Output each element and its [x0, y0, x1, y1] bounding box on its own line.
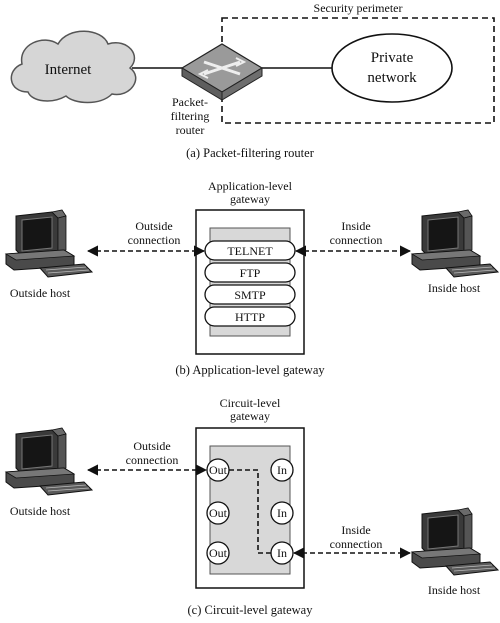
circuit-outside-conn-label-1: Outside	[133, 439, 170, 453]
app-gateway-label-2: gateway	[230, 192, 270, 206]
svg-text:HTTP: HTTP	[235, 310, 265, 324]
circuit-inside-host-computer-icon	[411, 507, 499, 576]
circuit-gateway-label-2: gateway	[230, 409, 270, 423]
internet-label: Internet	[45, 62, 92, 78]
app-inside-host-computer-icon	[411, 209, 499, 278]
security-perimeter-label: Security perimeter	[314, 1, 403, 15]
protocol-ftp: FTP	[204, 262, 296, 283]
svg-text:TELNET: TELNET	[227, 244, 273, 258]
circuit-gateway-label-1: Circuit-level	[220, 396, 281, 410]
app-gateway-label-1: Application-level	[208, 179, 293, 193]
panel-c: Circuit-level gateway Out Out Out In In	[5, 396, 499, 617]
out-port-1: Out	[206, 458, 230, 482]
panel-b: Application-level gateway TELNET FTP SMT…	[5, 179, 499, 377]
svg-text:Out: Out	[209, 506, 228, 520]
out-port-2: Out	[206, 501, 230, 525]
private-network-label-1: Private	[371, 50, 414, 66]
svg-text:In: In	[277, 463, 287, 477]
router-label-1: Packet-	[172, 95, 208, 109]
protocol-http: HTTP	[204, 306, 296, 327]
circuit-outside-conn-label-2: connection	[126, 453, 179, 467]
circuit-outside-host-computer-icon	[5, 427, 93, 496]
svg-text:In: In	[277, 506, 287, 520]
in-port-2: In	[270, 501, 294, 525]
router-icon	[180, 43, 264, 101]
router-label-2: filtering	[171, 109, 210, 123]
in-port-3: In	[270, 541, 294, 565]
circuit-inside-conn-label-1: Inside	[341, 523, 370, 537]
private-network-ellipse	[331, 33, 453, 103]
app-inside-host-label: Inside host	[428, 281, 481, 295]
router-label-3: router	[176, 123, 205, 137]
app-inside-conn-label-1: Inside	[341, 219, 370, 233]
internet-cloud-icon	[10, 30, 137, 104]
app-outside-host-label: Outside host	[10, 286, 71, 300]
caption-c: (c) Circuit-level gateway	[188, 603, 314, 617]
private-network-label-2: network	[367, 70, 417, 86]
svg-text:Out: Out	[209, 546, 228, 560]
svg-text:In: In	[277, 546, 287, 560]
app-outside-conn-label-2: connection	[128, 233, 181, 247]
circuit-outside-host-label: Outside host	[10, 504, 71, 518]
panel-a: Security perimeter Internet Packet- filt…	[10, 1, 495, 160]
protocol-smtp: SMTP	[204, 284, 296, 305]
circuit-inside-host-label: Inside host	[428, 583, 481, 597]
svg-text:SMTP: SMTP	[234, 288, 266, 302]
app-inside-conn-label-2: connection	[330, 233, 383, 247]
caption-b: (b) Application-level gateway	[175, 363, 325, 377]
circuit-inside-conn-label-2: connection	[330, 537, 383, 551]
svg-text:FTP: FTP	[240, 266, 261, 280]
protocol-telnet: TELNET	[204, 240, 296, 261]
app-outside-conn-label-1: Outside	[135, 219, 172, 233]
svg-text:Out: Out	[209, 463, 228, 477]
app-outside-host-computer-icon	[5, 209, 93, 278]
out-port-3: Out	[206, 541, 230, 565]
in-port-1: In	[270, 458, 294, 482]
caption-a: (a) Packet-filtering router	[186, 146, 315, 160]
